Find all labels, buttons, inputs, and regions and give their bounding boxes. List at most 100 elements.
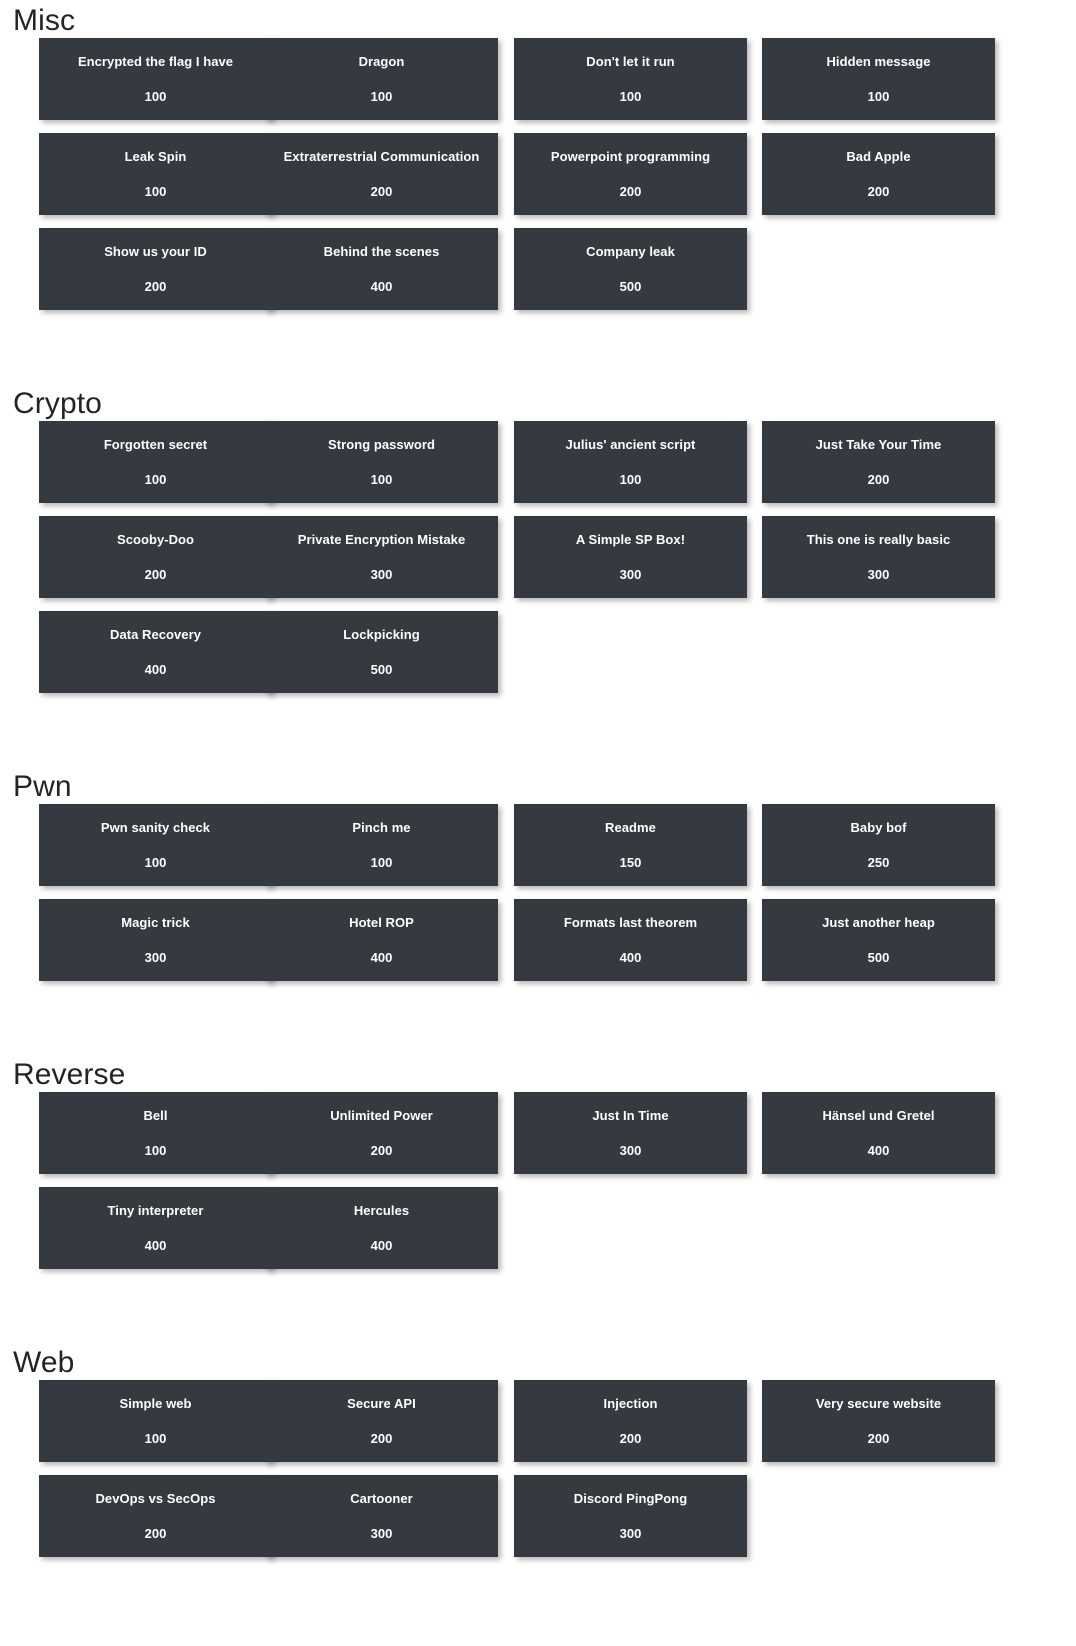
challenge-title: Strong password <box>328 437 435 452</box>
challenge-card-a-simple-sp-box[interactable]: A Simple SP Box!300 <box>514 516 747 598</box>
challenge-title: Data Recovery <box>110 627 201 642</box>
challenge-card-extraterrestrial-communication[interactable]: Extraterrestrial Communication 200 <box>265 133 498 215</box>
challenge-title: Injection <box>603 1396 658 1411</box>
challenge-title: A Simple SP Box! <box>575 532 686 547</box>
challenge-title: Leak Spin <box>124 149 187 164</box>
challenge-title: Pwn sanity check <box>100 820 211 835</box>
challenge-card-encrypted-the-flag-i-have[interactable]: Encrypted the flag I have 100 <box>39 38 272 120</box>
challenge-title: Company leak <box>586 244 675 259</box>
challenge-points: 100 <box>370 89 393 104</box>
challenge-title: Hidden message <box>826 54 931 69</box>
challenge-points: 300 <box>619 1143 642 1158</box>
challenge-slot: Leak Spin 100 <box>0 133 272 228</box>
challenge-card-data-recovery[interactable]: Data Recovery 400 <box>39 611 272 693</box>
challenge-slot: Encrypted the flag I have 100 <box>0 38 272 133</box>
challenge-card-leak-spin[interactable]: Leak Spin 100 <box>39 133 272 215</box>
challenge-points: 200 <box>370 1143 393 1158</box>
challenge-card-dragon[interactable]: Dragon 100 <box>265 38 498 120</box>
challenge-points: 250 <box>867 855 890 870</box>
challenge-title: Hänsel und Gretel <box>822 1108 935 1123</box>
challenge-points: 100 <box>144 184 167 199</box>
challenge-points: 100 <box>144 1431 167 1446</box>
challenge-title: Bad Apple <box>846 149 911 164</box>
challenge-title: Dragon <box>358 54 405 69</box>
challenge-title: Formats last theorem <box>563 915 698 930</box>
challenge-points: 200 <box>619 184 642 199</box>
challenge-title: Bell <box>143 1108 168 1123</box>
challenge-title: Extraterrestrial Communication <box>283 149 480 164</box>
challenge-slot: Extraterrestrial Communication 200 <box>249 133 498 228</box>
challenge-points: 100 <box>144 89 167 104</box>
challenge-points: 400 <box>370 1238 393 1253</box>
challenge-card-strong-password[interactable]: Strong password 100 <box>265 421 498 503</box>
challenge-points: 100 <box>370 472 393 487</box>
challenge-slot: Dragon 100 <box>249 38 498 133</box>
challenge-points: 200 <box>867 1431 890 1446</box>
challenge-points: 200 <box>370 184 393 199</box>
challenge-points: 300 <box>370 567 393 582</box>
challenge-points: 400 <box>144 662 167 677</box>
challenge-points: 100 <box>144 472 167 487</box>
challenge-card-bell[interactable]: Bell 100 <box>39 1092 272 1174</box>
challenge-title: Just another heap <box>822 915 935 930</box>
challenge-title: Julius' ancient script <box>565 437 696 452</box>
challenge-slot: Data Recovery 400 <box>0 611 272 706</box>
challenge-points: 500 <box>370 662 393 677</box>
challenge-title: Encrypted the flag I have <box>77 54 234 69</box>
challenge-points: 100 <box>144 1143 167 1158</box>
challenge-points: 400 <box>370 950 393 965</box>
